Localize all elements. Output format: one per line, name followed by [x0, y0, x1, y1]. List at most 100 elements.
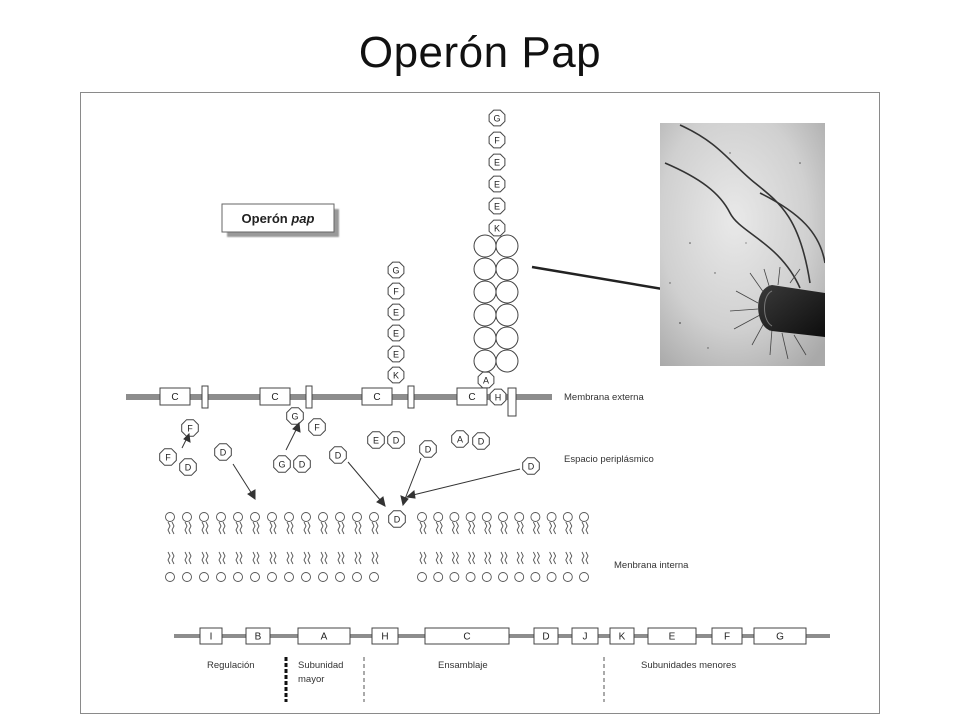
flagella: [664, 124, 825, 289]
short-pilus-g-1: G: [387, 261, 405, 279]
gene-g-label: G: [776, 632, 784, 643]
gene-a-label: A: [321, 632, 328, 643]
operon-title-italic: pap: [290, 211, 314, 226]
periplasm-f-1-label: F: [187, 424, 193, 434]
short-pilus-e-3: E: [387, 303, 405, 321]
gene-g: G: [753, 627, 807, 645]
pap-a-subunit: [495, 303, 519, 327]
periplasm-e-1: E: [367, 431, 385, 449]
long-pilus-a-label: A: [483, 376, 489, 386]
svg-text:Operón pap: Operón pap: [242, 211, 315, 226]
usher-c-4: C: [456, 387, 488, 406]
periplasm-d-2-label: D: [220, 448, 227, 458]
long-pilus-e-5: E: [488, 197, 506, 215]
periplasm-g-2: G: [273, 455, 291, 473]
pap-a-subunit: [473, 349, 497, 373]
arrow-1: [232, 463, 256, 500]
group-minor-subunits-label: Subunidades menores: [641, 660, 736, 671]
usher-c-3-label: C: [373, 392, 380, 403]
periplasm-e-1-label: E: [373, 436, 379, 446]
gene-i: I: [199, 627, 223, 645]
inner-membrane-label: Menbrana interna: [614, 560, 689, 571]
arrow-4: [405, 468, 521, 499]
short-pilus-k-6-label: K: [393, 371, 399, 381]
periplasm-d-4: D: [329, 446, 347, 464]
gene-d: D: [533, 627, 559, 645]
gene-k: K: [609, 627, 635, 645]
phospholipid-4: [233, 512, 243, 582]
short-pilus-e-5: E: [387, 345, 405, 363]
phospholipid-16: [465, 512, 476, 582]
phospholipid-7: [284, 512, 294, 582]
bacterium-cell: [758, 285, 825, 337]
phospholipid-17: [481, 512, 492, 582]
short-pilus-e-4-label: E: [393, 329, 399, 339]
gene-k-label: K: [619, 632, 626, 643]
pap-a-subunit: [495, 349, 519, 373]
periplasm-label: Espacio periplásmico: [564, 454, 654, 465]
long-pilus-a: A: [477, 371, 495, 389]
usher-c-1-label: C: [171, 392, 178, 403]
phospholipid-2: [199, 512, 209, 582]
pap-a-subunit: [495, 280, 519, 304]
pap-a-subunit: [473, 303, 497, 327]
short-pilus-f-2-label: F: [393, 287, 399, 297]
phospholipid-5: [250, 512, 260, 582]
group-regulation-label: Regulación: [207, 660, 255, 671]
periplasm-g-2-label: G: [278, 460, 285, 470]
periplasm-d-9-label: D: [394, 515, 401, 525]
long-pilus-k-6-label: K: [494, 224, 500, 234]
operon-title-box: Operón pap: [221, 203, 336, 234]
periplasm-a-1: A: [451, 430, 469, 448]
long-pilus-e-3: E: [488, 153, 506, 171]
long-pilus-e-4: E: [488, 175, 506, 193]
pap-a-subunit: [495, 326, 519, 350]
gene-d-label: D: [542, 632, 549, 643]
periplasm-f-2-label: F: [165, 453, 171, 463]
phospholipid-10: [335, 512, 345, 582]
long-pilus-f-2-label: F: [494, 136, 500, 146]
phospholipid-23: [579, 512, 589, 582]
periplasm-d-7: D: [472, 432, 490, 450]
long-pilus-e-5-label: E: [494, 202, 500, 212]
phospholipid-14: [433, 512, 444, 582]
periplasm-d-1-label: D: [185, 463, 192, 473]
phospholipid-18: [498, 512, 508, 582]
usher-c-4-label: C: [468, 392, 475, 403]
gene-groups: Regulación Subunidad mayor Ensamblaje Su…: [207, 657, 736, 702]
phospholipid-6: [267, 512, 277, 582]
short-pilus-k-6: K: [387, 366, 405, 384]
periplasm-d-8-label: D: [528, 462, 535, 472]
periplasm-g-1: G: [286, 407, 304, 425]
long-pilus-g-1-label: G: [493, 114, 500, 124]
periplasm-d-2: D: [214, 443, 232, 461]
short-pilus-f-2: F: [387, 282, 405, 300]
usher-c-3: C: [361, 387, 393, 406]
phospholipid-13: [417, 512, 427, 582]
periplasm-d-5-label: D: [393, 436, 400, 446]
periplasm-d-1: D: [179, 458, 197, 476]
arrow-2: [347, 461, 386, 507]
group-major-subunit-label: Subunidad: [298, 660, 343, 671]
short-pilus-g-1-label: G: [392, 266, 399, 276]
operon-title-prefix: Operón: [242, 211, 292, 226]
long-pilus-g-1: G: [488, 109, 506, 127]
periplasm-f-3-label: F: [314, 423, 320, 433]
arrow-3: [400, 457, 422, 507]
gene-f-label: F: [724, 632, 730, 643]
phospholipid-12: [369, 512, 379, 582]
transport-arrows: [181, 421, 521, 507]
periplasm-f-1: F: [181, 419, 199, 437]
gene-b-label: B: [255, 632, 262, 643]
gene-i-label: I: [210, 632, 213, 643]
periplasm-d-9: D: [388, 510, 406, 528]
usher-c-2-label: C: [271, 392, 278, 403]
long-pilus-e-3-label: E: [494, 158, 500, 168]
periplasm-d-5: D: [387, 431, 405, 449]
pap-a-subunit: [495, 234, 519, 258]
